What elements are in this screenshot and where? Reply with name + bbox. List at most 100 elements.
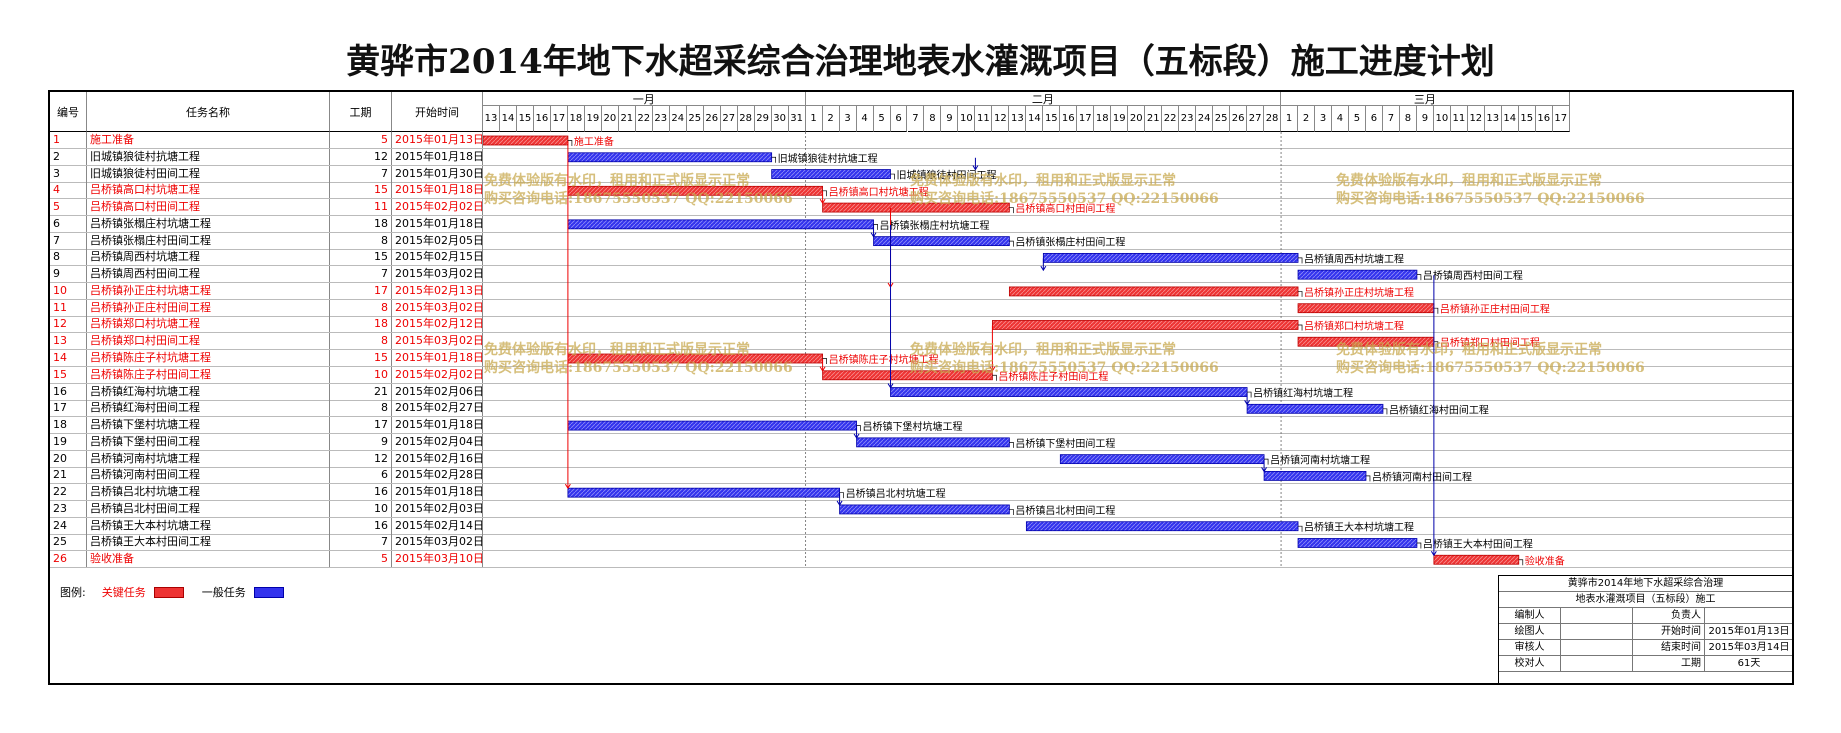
task-start: 2015年01月18日 bbox=[392, 182, 483, 199]
dependency-arrowhead bbox=[819, 198, 826, 205]
bar-label: 验收准备 bbox=[1525, 554, 1565, 567]
day-header: 23 bbox=[1179, 106, 1197, 132]
dependency-arrowhead bbox=[819, 366, 826, 372]
task-start: 2015年01月18日 bbox=[392, 148, 483, 165]
task-start: 2015年03月10日 bbox=[392, 551, 483, 568]
task-no: 9 bbox=[50, 266, 87, 283]
task-start: 2015年02月06日 bbox=[392, 383, 483, 400]
day-header: 12 bbox=[992, 106, 1010, 132]
task-duration: 10 bbox=[330, 366, 392, 383]
gantt-bar bbox=[567, 219, 874, 230]
info-drawer: 绘图人 bbox=[1499, 624, 1561, 640]
task-duration: 8 bbox=[330, 400, 392, 417]
task-start: 2015年02月05日 bbox=[392, 232, 483, 249]
gantt-bar bbox=[1042, 252, 1299, 263]
day-header: 13 bbox=[1484, 106, 1502, 132]
day-header: 9 bbox=[1416, 106, 1434, 132]
bar-connector bbox=[1298, 324, 1303, 331]
task-no: 17 bbox=[50, 400, 87, 417]
dependency-arrowhead bbox=[887, 383, 894, 389]
day-header: 3 bbox=[1315, 106, 1332, 132]
day-header: 10 bbox=[958, 106, 976, 132]
task-start: 2015年01月18日 bbox=[392, 417, 483, 434]
bar-connector bbox=[1009, 509, 1014, 515]
watermark-2: 免费体验版有水印，租用和正式版显示正常 购买咨询电话:18675550537 Q… bbox=[910, 172, 1219, 208]
task-duration: 7 bbox=[330, 165, 392, 182]
gantt-bar bbox=[991, 320, 1299, 330]
watermark-3: 免费体验版有水印，租用和正式版显示正常 购买咨询电话:18675550537 Q… bbox=[1336, 172, 1645, 208]
task-no: 6 bbox=[50, 215, 87, 232]
bar-label: 吕桥镇吕北村坑塘工程 bbox=[846, 487, 946, 500]
watermark-5-line2: 购买咨询电话:18675550537 QQ:22150066 bbox=[910, 360, 1219, 376]
task-name: 吕桥镇高口村田间工程 bbox=[87, 199, 330, 216]
day-header: 20 bbox=[601, 106, 619, 132]
task-no: 10 bbox=[50, 282, 87, 299]
task-duration: 15 bbox=[330, 182, 392, 199]
day-header: 14 bbox=[1501, 106, 1519, 132]
task-name: 施工准备 bbox=[87, 132, 330, 148]
info-duration-value: 61天 bbox=[1737, 658, 1761, 669]
task-no: 22 bbox=[50, 484, 87, 501]
day-header: 19 bbox=[584, 106, 602, 132]
gantt-bar bbox=[839, 504, 1010, 515]
day-header: 11 bbox=[1450, 106, 1468, 132]
day-header: 27 bbox=[720, 106, 738, 132]
info-owner: 负责人 bbox=[1633, 608, 1705, 624]
day-header: 23 bbox=[652, 106, 670, 132]
bar-connector bbox=[1382, 408, 1388, 415]
task-start: 2015年03月02日 bbox=[392, 299, 483, 316]
task-start: 2015年01月13日 bbox=[392, 132, 483, 148]
legend-title: 图例: bbox=[60, 586, 86, 599]
bar-connector bbox=[1433, 307, 1439, 314]
task-name: 验收准备 bbox=[87, 551, 330, 568]
legend-critical-label: 关键任务 bbox=[101, 586, 146, 599]
day-header: 16 bbox=[533, 106, 551, 132]
bar-connector bbox=[771, 156, 777, 163]
bar-label: 吕桥镇高口村坑塘工程 bbox=[829, 185, 929, 198]
watermark-6: 免费体验版有水印，租用和正式版显示正常 购买咨询电话:18675550537 Q… bbox=[1336, 341, 1645, 377]
task-name: 吕桥镇王大本村田间工程 bbox=[87, 534, 330, 551]
bar-connector bbox=[873, 224, 878, 230]
day-header: 30 bbox=[771, 106, 789, 132]
info-duration-label: 工期 bbox=[1633, 656, 1705, 672]
task-no: 23 bbox=[50, 500, 87, 517]
task-name: 吕桥镇红海村田间工程 bbox=[87, 400, 330, 417]
task-no: 24 bbox=[50, 517, 87, 534]
bar-connector bbox=[890, 173, 895, 180]
day-header: 14 bbox=[1026, 106, 1044, 132]
task-name: 旧城镇狼徒村抗塘工程 bbox=[87, 148, 330, 165]
task-no: 21 bbox=[50, 467, 87, 484]
task-duration: 12 bbox=[330, 450, 392, 467]
info-reviewer: 审核人 bbox=[1499, 640, 1561, 656]
day-header: 2 bbox=[822, 106, 840, 132]
task-start: 2015年01月18日 bbox=[392, 350, 483, 366]
day-header: 22 bbox=[1162, 106, 1180, 132]
watermark-5-line1: 免费体验版有水印，租用和正式版显示正常 bbox=[910, 342, 1176, 358]
task-name: 吕桥镇陈庄子村田间工程 bbox=[87, 366, 330, 383]
info-row-3: 审核人 结束时间 2015年03月14日 bbox=[1499, 640, 1792, 656]
info-title-2: 地表水灌溉项目（五标段）施工 bbox=[1499, 592, 1792, 608]
bar-connector bbox=[1009, 240, 1014, 247]
watermark-5: 免费体验版有水印，租用和正式版显示正常 购买咨询电话:18675550537 Q… bbox=[910, 341, 1219, 377]
gantt-bar bbox=[567, 420, 857, 431]
task-no: 3 bbox=[50, 165, 87, 182]
task-start: 2015年01月18日 bbox=[392, 484, 483, 501]
day-header: 24 bbox=[669, 106, 687, 132]
legend-normal-swatch bbox=[253, 586, 284, 598]
bar-label: 吕桥镇孙正庄村坑塘工程 bbox=[1304, 286, 1414, 299]
task-name: 旧城镇狼徒村田间工程 bbox=[87, 165, 330, 182]
bar-label: 吕桥镇王大本村坑塘工程 bbox=[1304, 521, 1414, 534]
gantt-bar bbox=[856, 437, 1010, 448]
task-name: 吕桥镇下堡村田间工程 bbox=[87, 433, 330, 450]
task-no: 13 bbox=[50, 333, 87, 350]
task-duration: 18 bbox=[330, 316, 392, 333]
task-no: 26 bbox=[50, 551, 87, 568]
